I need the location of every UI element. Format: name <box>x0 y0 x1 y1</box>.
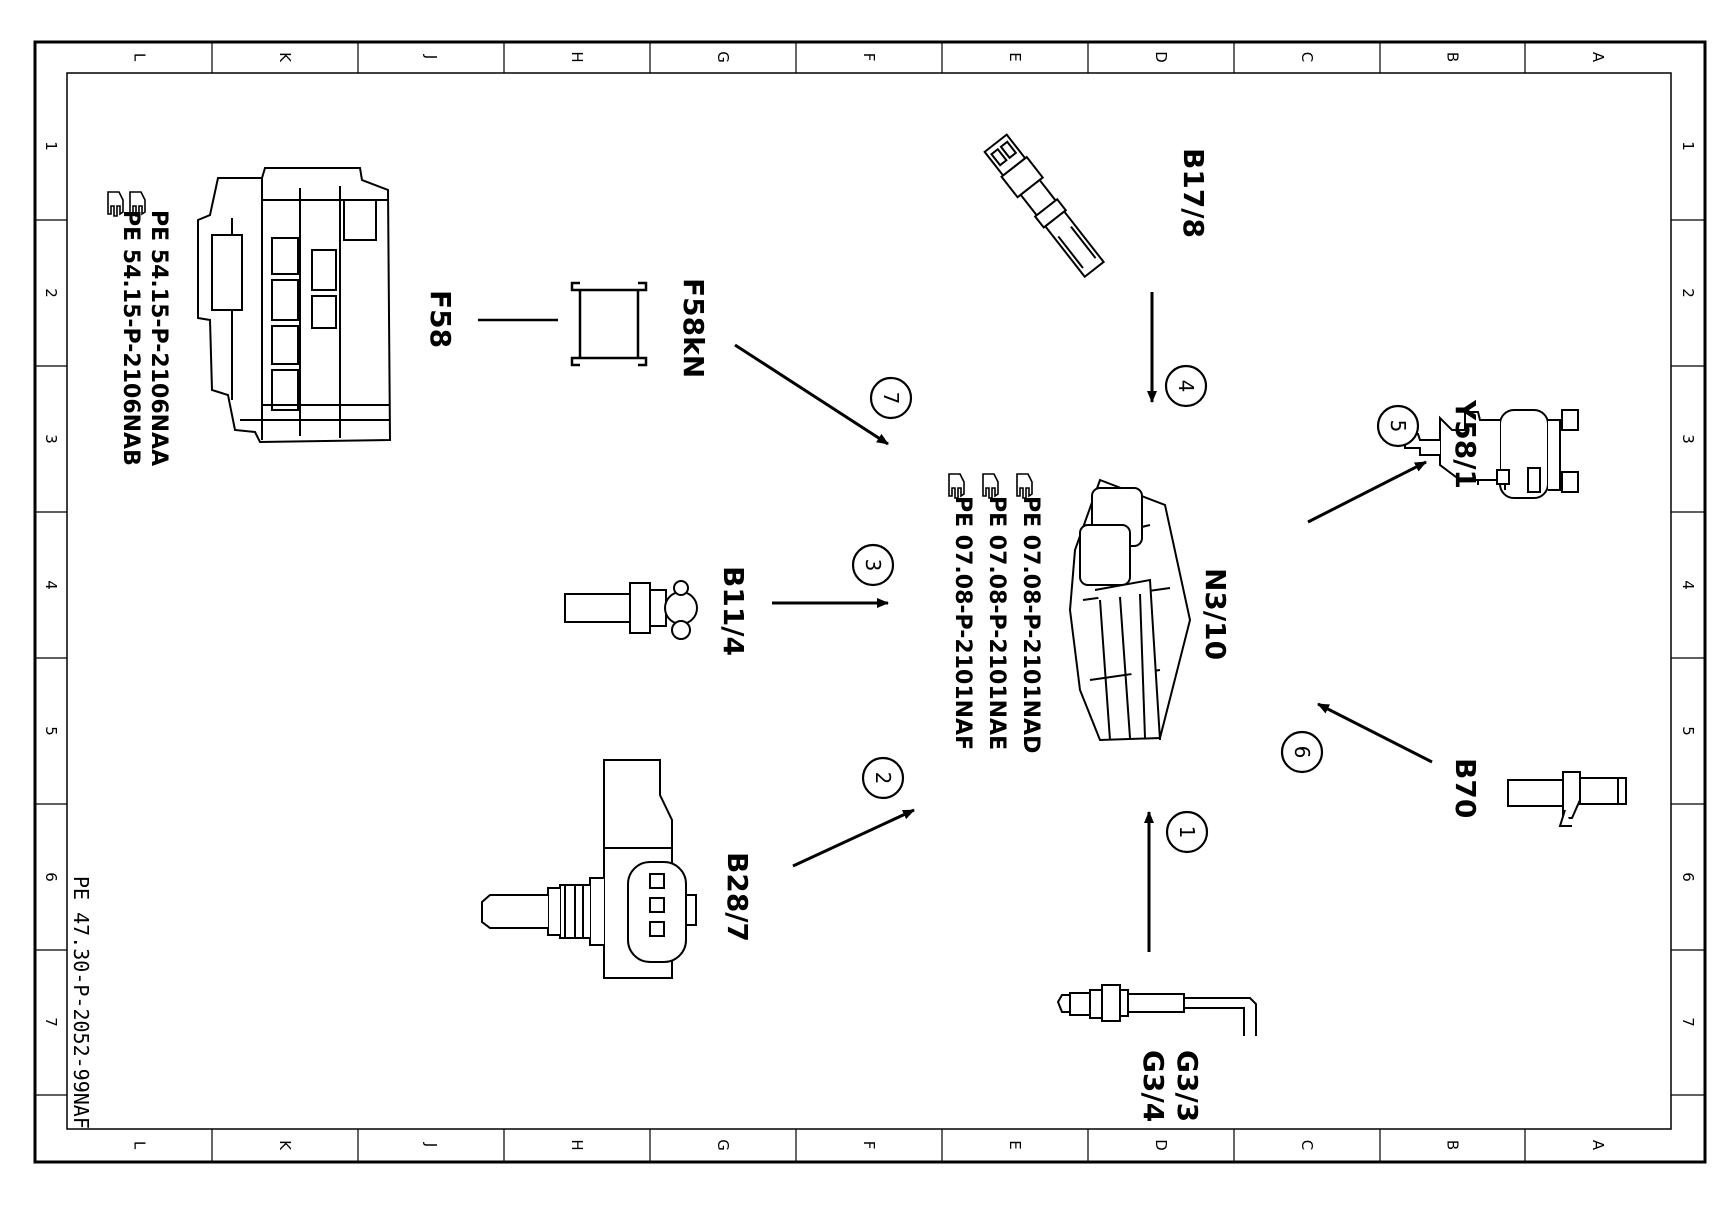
grid-row-number: 4 <box>1679 580 1697 590</box>
grid-row-number: 2 <box>1679 288 1697 298</box>
signal-arrow-5 <box>1307 460 1427 524</box>
signal-badges: 4 7 5 3 2 6 1 <box>851 364 1420 854</box>
grid-column-letter: F <box>860 53 878 62</box>
signal-badge-3: 3 <box>851 543 895 587</box>
grid-column-letter: K <box>276 1140 294 1151</box>
grid-row-number: 7 <box>42 1017 60 1027</box>
grid-column-letter: E <box>1006 52 1024 61</box>
valve-y58-1-drawing <box>1404 409 1579 499</box>
grid-row-number: 2 <box>42 288 60 298</box>
grid-column-letter: A <box>1589 52 1607 63</box>
pointing-hand-icon <box>982 473 999 499</box>
b11-4-label: B11/4 <box>717 566 750 656</box>
f58-reference-list: PE 54.15-P-2106NAA PE 54.15-P-2106NAB <box>107 191 171 466</box>
grid-column-letter: B <box>1444 52 1462 62</box>
b28-7-label: B28/7 <box>721 852 754 942</box>
f58-reference-1: PE 54.15-P-2106NAA <box>146 210 171 466</box>
grid-column-letter: F <box>860 1141 878 1150</box>
svg-text:2: 2 <box>871 772 895 785</box>
grid-column-letter: C <box>1298 52 1316 62</box>
grid-row-number: 3 <box>1679 434 1697 444</box>
n3-10-label: N3/10 <box>1199 568 1232 660</box>
grid-row-number: 6 <box>1679 872 1697 882</box>
grid-row-number: 3 <box>42 434 60 444</box>
sensor-b28-7-drawing <box>481 759 697 979</box>
b17-8-label: B17/8 <box>1177 148 1210 238</box>
f58-label: F58 <box>424 290 457 348</box>
grid-column-letter: C <box>1298 1140 1316 1150</box>
fuse-relay-box-drawing <box>197 167 392 444</box>
signal-arrow-7 <box>734 343 889 446</box>
sensor-b11-4-drawing <box>564 580 698 640</box>
n3-10-reference-1: PE 07.08-P-2101NAD <box>1018 496 1043 753</box>
n3-10-reference-2: PE 07.08-P-2101NAE <box>984 496 1009 750</box>
grid-column-letter: H <box>568 51 586 62</box>
grid-column-letter: D <box>1152 51 1170 63</box>
grid-column-letter: K <box>276 52 294 63</box>
g3-4-label: G3/4 <box>1137 1050 1170 1122</box>
grid-column-letter: G <box>714 51 732 63</box>
sensor-b70-drawing <box>1507 771 1627 827</box>
signal-badge-7: 7 <box>869 376 913 420</box>
signal-badge-1: 1 <box>1165 810 1209 854</box>
document-id: PE 47.30-P-2052-99NAF <box>69 876 93 1129</box>
grid-row-number: 6 <box>42 872 60 882</box>
control-unit-n3-10-drawing <box>1068 478 1192 742</box>
f58kn-label: F58kN <box>677 278 710 378</box>
y58-1-label: Y58/1 <box>1449 399 1482 489</box>
grid-row-number: 1 <box>1679 141 1697 151</box>
signal-badge-5: 5 <box>1376 404 1420 448</box>
grid-row-numbers-left: 1 2 3 4 5 6 7 <box>42 141 60 1027</box>
grid-column-letter: J <box>422 1142 440 1147</box>
g3-3-label: G3/3 <box>1171 1050 1204 1122</box>
f58-reference-2: PE 54.15-P-2106NAB <box>118 210 143 466</box>
n3-10-reference-3: PE 07.08-P-2101NAF <box>950 496 975 750</box>
signal-badge-4: 4 <box>1164 364 1208 408</box>
grid-column-letter: E <box>1006 1140 1024 1149</box>
svg-text:1: 1 <box>1175 826 1199 839</box>
signal-arrow-2 <box>792 808 915 868</box>
grid-column-letter: A <box>1589 1140 1607 1151</box>
grid-column-letter: L <box>131 1141 149 1150</box>
pointing-hand-icon <box>948 473 965 499</box>
svg-text:5: 5 <box>1386 420 1410 433</box>
oxygen-sensor-g3-drawing <box>1056 984 1257 1036</box>
grid-column-letter: G <box>714 1139 732 1151</box>
pointing-hand-icon <box>1016 473 1033 499</box>
b70-label: B70 <box>1449 758 1482 818</box>
grid-column-letter: L <box>131 53 149 62</box>
n3-10-reference-list: PE 07.08-P-2101NAD PE 07.08-P-2101NAE PE… <box>948 473 1043 753</box>
grid-column-letter: B <box>1444 1140 1462 1150</box>
signal-badge-2: 2 <box>861 756 905 800</box>
grid-column-letter: J <box>422 54 440 59</box>
relay-f58kn-drawing <box>570 281 648 367</box>
grid-row-number: 7 <box>1679 1017 1697 1027</box>
sensor-b17-8-drawing <box>983 133 1106 279</box>
grid-column-letter: H <box>568 1139 586 1150</box>
sheet-frame <box>33 40 1707 1164</box>
grid-row-number: 5 <box>42 726 60 736</box>
grid-row-number: 5 <box>1679 726 1697 736</box>
svg-text:7: 7 <box>879 392 903 405</box>
signal-arrow-6 <box>1317 702 1433 764</box>
grid-row-number: 4 <box>42 580 60 590</box>
signal-badge-6: 6 <box>1280 730 1324 774</box>
svg-text:3: 3 <box>861 559 885 572</box>
svg-text:4: 4 <box>1174 380 1198 393</box>
svg-text:6: 6 <box>1290 746 1314 759</box>
grid-row-numbers-right: 1 2 3 4 5 6 7 <box>1679 141 1697 1027</box>
grid-column-letter: D <box>1152 1139 1170 1151</box>
grid-row-number: 1 <box>42 141 60 151</box>
